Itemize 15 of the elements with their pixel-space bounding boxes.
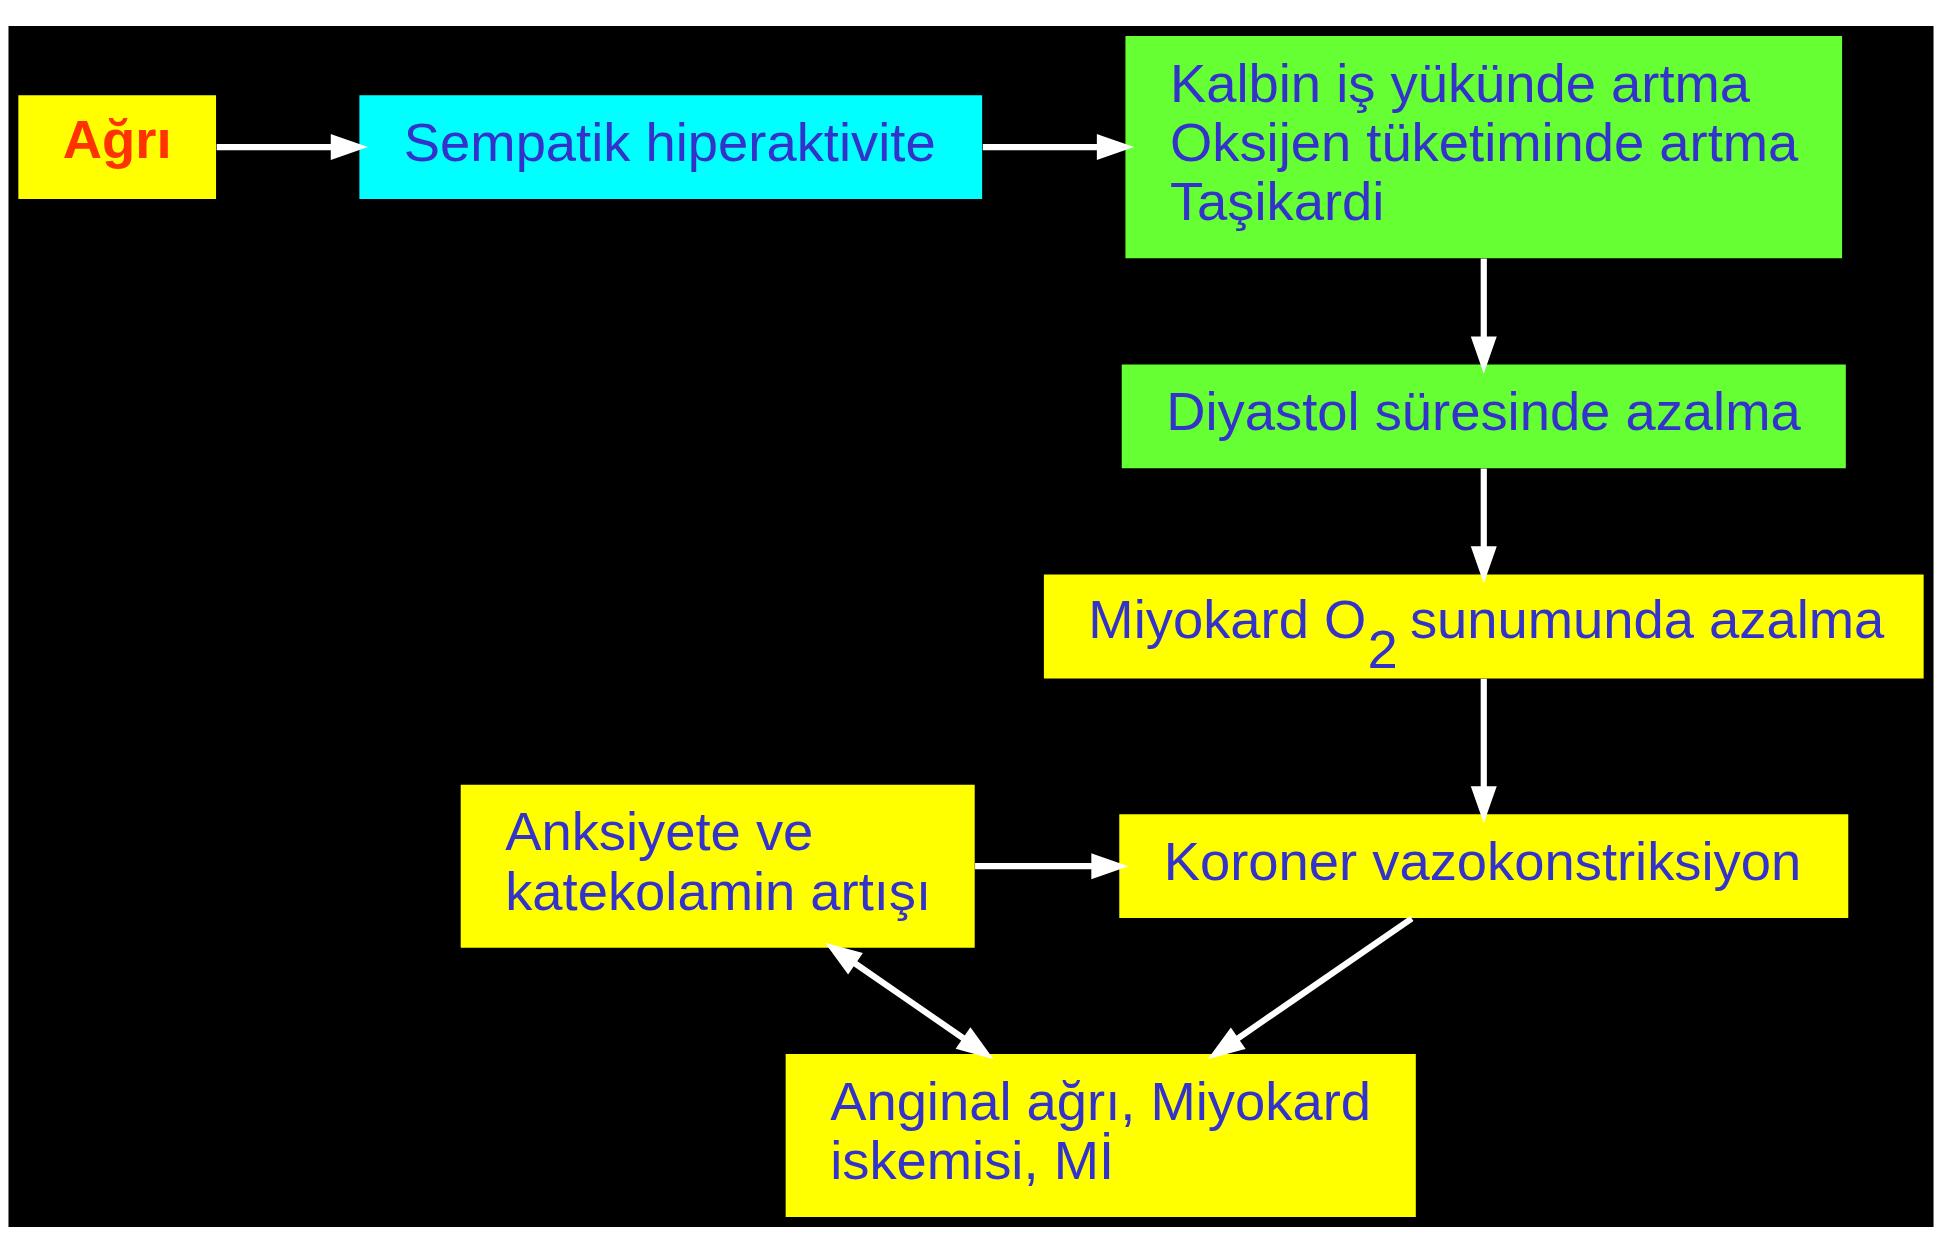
node-box: Kalbin iş yükünde artma Oksijen tüketiminde artma Taşikardi [1125,35,1843,258]
node-box: Ağrı [18,94,217,199]
arrow [975,852,1129,879]
node-box: Sempatik hiperaktivite [359,94,983,199]
node-box: Diyastol süresinde azalma [1121,364,1846,468]
arrow [216,133,368,160]
node-box: Anginal ağrı, Miyokard iskemisi, Mİ [785,1053,1416,1217]
node-box: Anksiyete ve katekolamin artışı [460,784,975,948]
arrow [1470,258,1497,374]
arrow [982,133,1134,160]
arrow [824,942,994,1059]
node-box: Koroner vazokonstriksiyon [1119,813,1849,918]
arrow [1207,915,1414,1059]
arrow [1470,678,1497,823]
arrow [1470,468,1497,583]
